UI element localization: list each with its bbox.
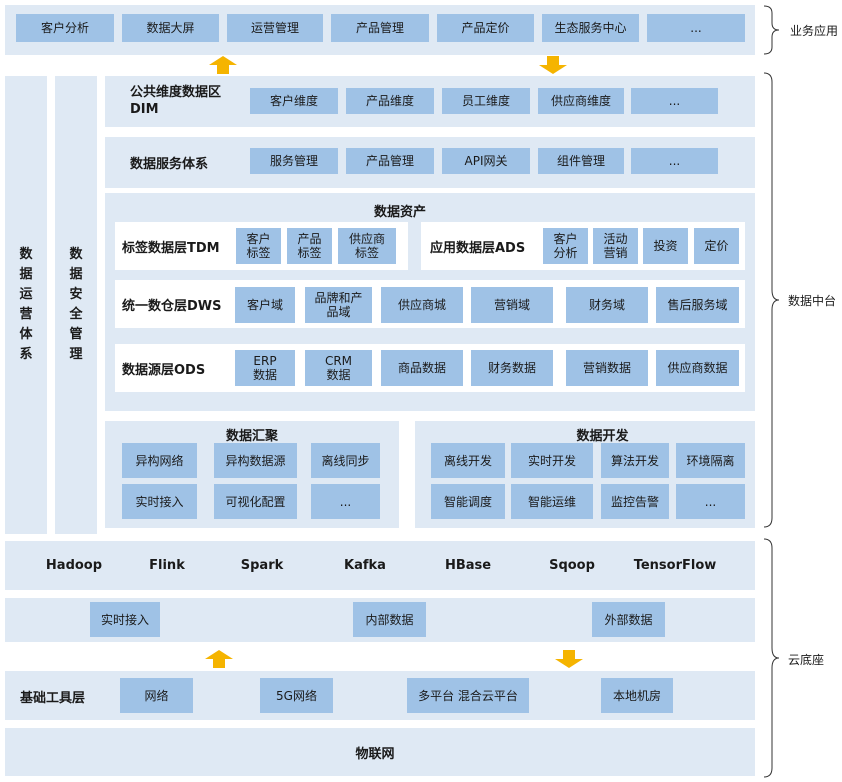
aggregation-item[interactable]: 异构数据源	[214, 443, 297, 478]
data-access-item[interactable]: 外部数据	[592, 602, 665, 637]
dim-item[interactable]: 产品维度	[346, 88, 434, 114]
dim-title: 公共维度数据区 DIM	[130, 85, 222, 117]
ods-item[interactable]: ERP 数据	[235, 350, 295, 386]
tech-stack-panel	[5, 541, 755, 590]
dws-title: 统一数仓层DWS	[122, 298, 222, 314]
ods-item[interactable]: 供应商数据	[656, 350, 739, 386]
base-tools-item[interactable]: 5G网络	[260, 678, 333, 713]
ods-item[interactable]: 财务数据	[471, 350, 553, 386]
arrow-up-icon	[205, 650, 233, 668]
tech-item: Spark	[240, 558, 284, 573]
middle-platform-side-label: 数据中台	[788, 294, 837, 308]
iot-panel: 物联网	[5, 728, 755, 776]
tdm-item[interactable]: 供应商 标签	[338, 228, 396, 264]
dim-item[interactable]: 员工维度	[442, 88, 530, 114]
development-item[interactable]: 实时开发	[511, 443, 593, 478]
development-item[interactable]: 智能调度	[431, 484, 505, 519]
development-item[interactable]: 环境隔离	[676, 443, 745, 478]
service-title: 数据服务体系	[130, 156, 209, 172]
ods-item[interactable]: 营销数据	[566, 350, 648, 386]
tdm-item[interactable]: 客户 标签	[236, 228, 281, 264]
base-tools-title: 基础工具层	[20, 690, 86, 706]
service-item[interactable]: 产品管理	[346, 148, 434, 174]
dws-item[interactable]: 财务域	[566, 287, 648, 323]
dws-item[interactable]: 客户域	[235, 287, 295, 323]
dws-item[interactable]: 售后服务域	[656, 287, 739, 323]
arrow-down-icon	[555, 650, 583, 668]
ads-item[interactable]: 客户 分析	[543, 228, 588, 264]
arrow-up-icon	[209, 56, 237, 74]
business-item[interactable]: 产品管理	[331, 14, 429, 42]
service-item[interactable]: 组件管理	[538, 148, 624, 174]
data-access-item[interactable]: 实时接入	[90, 602, 160, 637]
ads-item[interactable]: 定价	[694, 228, 739, 264]
data-access-item[interactable]: 内部数据	[353, 602, 426, 637]
business-side-label: 业务应用	[790, 24, 839, 38]
ods-title: 数据源层ODS	[122, 362, 206, 378]
ads-item[interactable]: 活动 营销	[593, 228, 638, 264]
ods-item[interactable]: CRM 数据	[305, 350, 372, 386]
data-ops-system-bar: 数据运营体系	[5, 76, 47, 534]
business-brace	[763, 5, 780, 55]
cloud-brace	[763, 538, 780, 778]
dim-item[interactable]: 供应商维度	[538, 88, 624, 114]
dim-item[interactable]: 客户维度	[250, 88, 338, 114]
base-tools-item[interactable]: 网络	[120, 678, 193, 713]
service-item[interactable]: API网关	[442, 148, 530, 174]
dws-item[interactable]: 供应商城	[381, 287, 463, 323]
ads-title: 应用数据层ADS	[430, 240, 526, 256]
base-tools-item[interactable]: 本地机房	[601, 678, 673, 713]
aggregation-title: 数据汇聚	[225, 429, 278, 444]
business-item[interactable]: 运营管理	[227, 14, 323, 42]
development-item[interactable]: 监控告警	[601, 484, 669, 519]
aggregation-item[interactable]: 异构网络	[122, 443, 197, 478]
development-item[interactable]: 离线开发	[431, 443, 505, 478]
business-item[interactable]: 生态服务中心	[542, 14, 639, 42]
base-tools-item[interactable]: 多平台 混合云平台	[407, 678, 529, 713]
ads-item[interactable]: 投资	[643, 228, 688, 264]
dim-item[interactable]: ...	[631, 88, 718, 114]
middle-platform-brace	[763, 72, 780, 528]
business-item[interactable]: 客户分析	[16, 14, 114, 42]
dws-item[interactable]: 品牌和产 品域	[305, 287, 372, 323]
development-item[interactable]: 智能运维	[511, 484, 593, 519]
business-item[interactable]: 产品定价	[437, 14, 534, 42]
tech-item: Flink	[149, 558, 185, 573]
business-item[interactable]: ...	[647, 14, 745, 42]
dws-item[interactable]: 营销域	[471, 287, 553, 323]
development-title: 数据开发	[576, 429, 629, 444]
service-item[interactable]: 服务管理	[250, 148, 338, 174]
development-item[interactable]: ...	[676, 484, 745, 519]
tdm-title: 标签数据层TDM	[122, 240, 220, 256]
tech-item: Sqoop	[549, 558, 595, 573]
aggregation-item[interactable]: 离线同步	[311, 443, 380, 478]
arrow-down-icon	[539, 56, 567, 74]
data-assets-title: 数据资产	[373, 205, 426, 220]
business-item[interactable]: 数据大屏	[122, 14, 219, 42]
aggregation-item[interactable]: ...	[311, 484, 380, 519]
data-security-bar: 数据安全管理	[55, 76, 97, 534]
tech-item: Hadoop	[45, 558, 103, 573]
aggregation-item[interactable]: 实时接入	[122, 484, 197, 519]
iot-label: 物联网	[355, 746, 395, 762]
cloud-side-label: 云底座	[788, 653, 825, 667]
aggregation-item[interactable]: 可视化配置	[214, 484, 297, 519]
development-item[interactable]: 算法开发	[601, 443, 669, 478]
tech-item: HBase	[444, 558, 492, 573]
tech-item: TensorFlow	[633, 558, 717, 573]
tdm-item[interactable]: 产品 标签	[287, 228, 332, 264]
service-item[interactable]: ...	[631, 148, 718, 174]
ods-item[interactable]: 商品数据	[381, 350, 463, 386]
tech-item: Kafka	[344, 558, 386, 573]
